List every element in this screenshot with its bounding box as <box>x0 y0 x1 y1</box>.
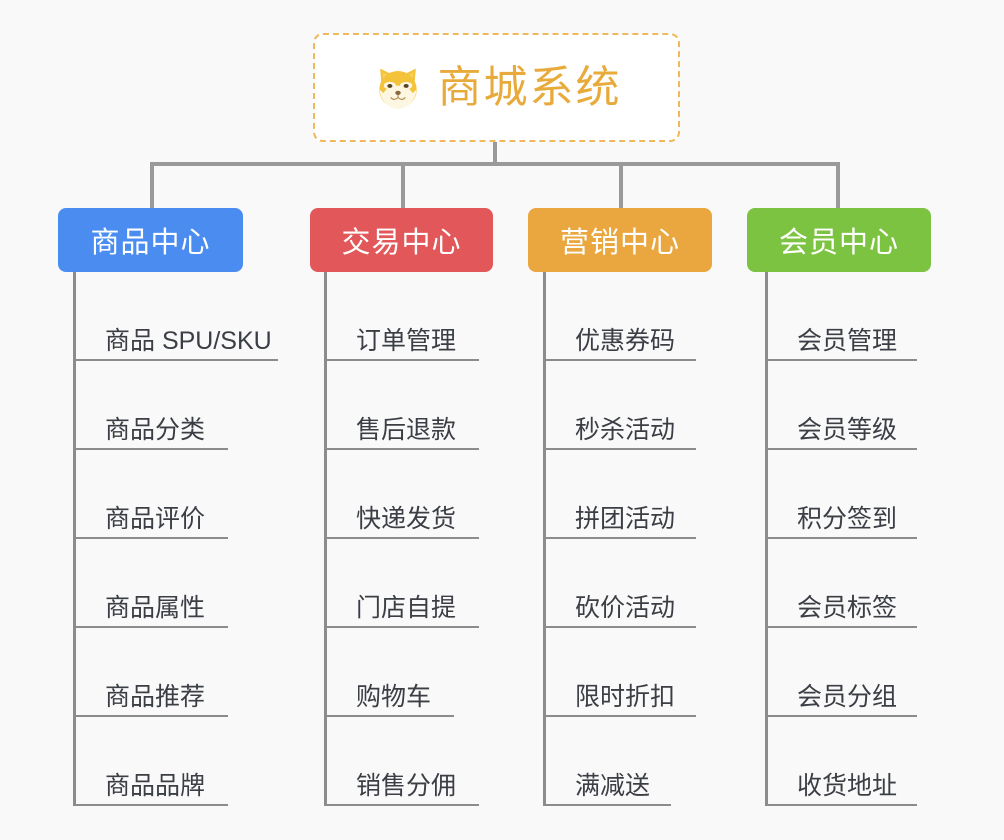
branch-header-trade-center[interactable]: 交易中心 <box>310 208 493 272</box>
branch-header-label: 营销中心 <box>559 227 680 259</box>
leaf-column-stem <box>324 272 327 806</box>
leaf-item-marketing-center-1[interactable]: 优惠券码 <box>543 272 696 361</box>
leaf-item-member-center-5[interactable]: 会员分组 <box>765 628 917 717</box>
leaf-item-label: 门店自提 <box>356 594 457 623</box>
leaf-column-stem <box>543 272 546 806</box>
leaf-item-label: 会员标签 <box>797 594 898 623</box>
leaf-item-marketing-center-4[interactable]: 砍价活动 <box>543 539 696 628</box>
leaf-item-label: 积分签到 <box>797 505 898 534</box>
leaf-item-label: 收货地址 <box>797 772 898 801</box>
leaf-column-stem <box>765 272 768 806</box>
connector-drop-3 <box>619 162 623 208</box>
leaf-item-label: 拼团活动 <box>575 505 676 534</box>
leaf-item-label: 会员分组 <box>797 683 898 712</box>
leaf-item-label: 购物车 <box>356 683 432 712</box>
leaf-item-label: 优惠券码 <box>575 327 676 356</box>
leaf-item-product-center-3[interactable]: 商品评价 <box>73 450 228 539</box>
leaf-item-trade-center-6[interactable]: 销售分佣 <box>324 717 479 806</box>
leaf-item-trade-center-1[interactable]: 订单管理 <box>324 272 479 361</box>
leaf-item-label: 限时折扣 <box>575 683 676 712</box>
leaf-item-member-center-4[interactable]: 会员标签 <box>765 539 917 628</box>
connector-drop-4 <box>836 162 840 208</box>
leaf-item-label: 售后退款 <box>356 416 457 445</box>
root-node[interactable]: 商城系统 <box>313 33 680 142</box>
leaf-item-label: 商品属性 <box>105 594 206 623</box>
leaf-item-member-center-1[interactable]: 会员管理 <box>765 272 917 361</box>
leaf-item-label: 砍价活动 <box>575 594 676 623</box>
leaf-item-product-center-4[interactable]: 商品属性 <box>73 539 228 628</box>
branch-header-member-center[interactable]: 会员中心 <box>747 208 931 272</box>
leaf-item-product-center-5[interactable]: 商品推荐 <box>73 628 228 717</box>
root-title: 商城系统 <box>437 62 622 112</box>
shiba-dog-face-icon <box>372 62 424 114</box>
leaf-item-label: 商品分类 <box>105 416 206 445</box>
leaf-item-marketing-center-3[interactable]: 拼团活动 <box>543 450 696 539</box>
leaf-item-trade-center-3[interactable]: 快递发货 <box>324 450 479 539</box>
leaf-item-trade-center-5[interactable]: 购物车 <box>324 628 454 717</box>
connector-drop-2 <box>401 162 405 208</box>
leaf-item-label: 商品 SPU/SKU <box>105 327 272 356</box>
connector-drop-1 <box>150 162 154 208</box>
branch-header-product-center[interactable]: 商品中心 <box>58 208 243 272</box>
leaf-item-product-center-6[interactable]: 商品品牌 <box>73 717 228 806</box>
leaf-item-product-center-2[interactable]: 商品分类 <box>73 361 228 450</box>
leaf-item-marketing-center-6[interactable]: 满减送 <box>543 717 671 806</box>
leaf-item-label: 商品品牌 <box>105 772 206 801</box>
leaf-item-label: 商品推荐 <box>105 683 206 712</box>
leaf-item-trade-center-4[interactable]: 门店自提 <box>324 539 479 628</box>
leaf-item-label: 订单管理 <box>356 327 457 356</box>
branch-header-label: 商品中心 <box>90 227 211 259</box>
branch-header-label: 交易中心 <box>341 227 462 259</box>
leaf-item-marketing-center-2[interactable]: 秒杀活动 <box>543 361 696 450</box>
connector-root-stem <box>493 142 497 164</box>
leaf-item-label: 满减送 <box>575 772 651 801</box>
leaf-item-label: 会员管理 <box>797 327 898 356</box>
leaf-item-label: 销售分佣 <box>356 772 457 801</box>
leaf-item-product-center-1[interactable]: 商品 SPU/SKU <box>73 272 278 361</box>
branch-header-marketing-center[interactable]: 营销中心 <box>528 208 712 272</box>
connector-horizontal-bar <box>150 162 840 166</box>
leaf-item-member-center-3[interactable]: 积分签到 <box>765 450 917 539</box>
leaf-item-label: 快递发货 <box>356 505 457 534</box>
leaf-item-member-center-6[interactable]: 收货地址 <box>765 717 917 806</box>
leaf-column-stem <box>73 272 76 806</box>
branch-header-label: 会员中心 <box>778 227 899 259</box>
leaf-item-trade-center-2[interactable]: 售后退款 <box>324 361 479 450</box>
leaf-item-member-center-2[interactable]: 会员等级 <box>765 361 917 450</box>
leaf-item-label: 会员等级 <box>797 416 898 445</box>
leaf-item-label: 商品评价 <box>105 505 206 534</box>
leaf-item-marketing-center-5[interactable]: 限时折扣 <box>543 628 696 717</box>
leaf-item-label: 秒杀活动 <box>575 416 676 445</box>
